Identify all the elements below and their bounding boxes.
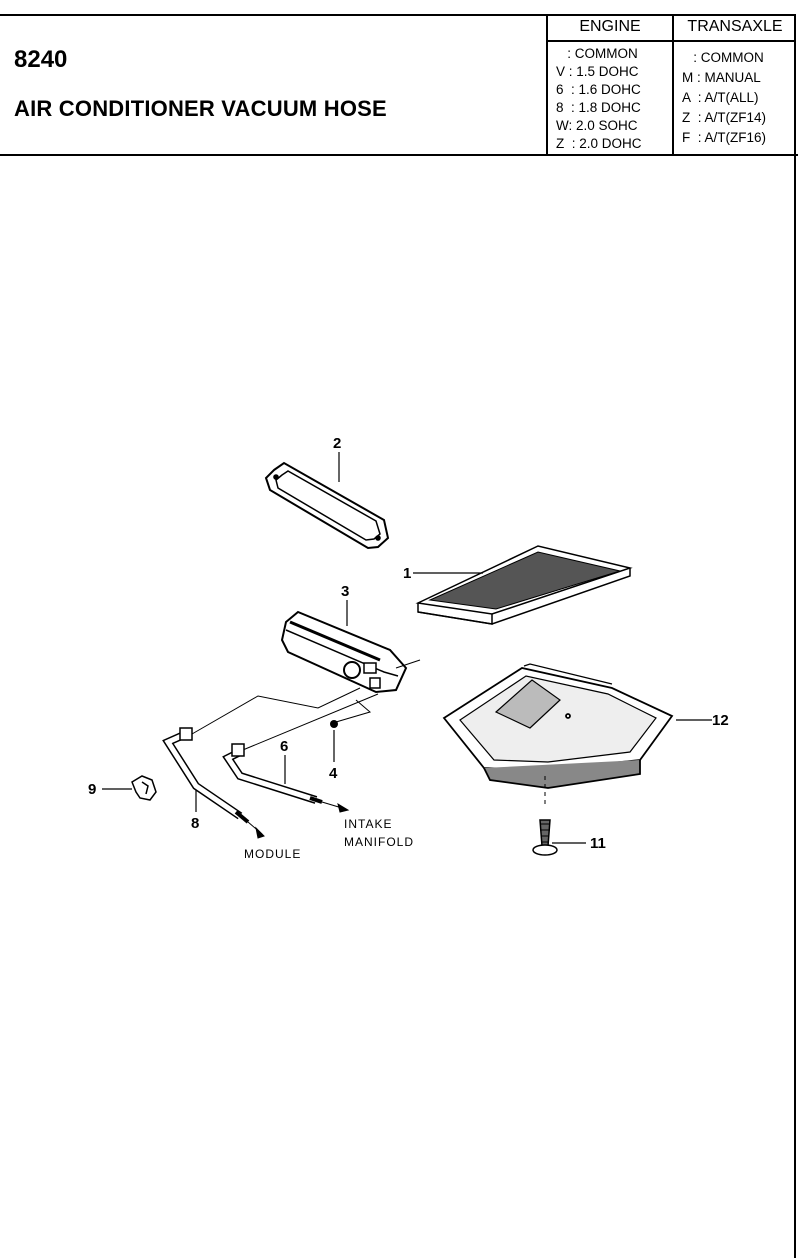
engine-row: V : 1.5 DOHC (556, 64, 639, 79)
transaxle-heading: TRANSAXLE (674, 14, 796, 42)
transaxle-legend: TRANSAXLE : COMMON M : MANUAL A : A/T(AL… (672, 14, 796, 156)
screw-part (532, 819, 558, 856)
engine-row: 6 : 1.6 DOHC (556, 82, 641, 97)
engine-row: W: 2.0 SOHC (556, 118, 638, 133)
intake-note-line1: INTAKE (344, 817, 392, 831)
module-hose-part (162, 727, 265, 839)
engine-row: 8 : 1.8 DOHC (556, 100, 641, 115)
callout-11: 11 (590, 835, 606, 852)
gasket-part (264, 461, 390, 550)
callout-6: 6 (280, 738, 288, 755)
callout-4: 4 (329, 765, 338, 782)
page-header: 8240 AIR CONDITIONER VACUUM HOSE (0, 14, 798, 156)
callout-2: 2 (333, 435, 341, 452)
transaxle-row: M : MANUAL (682, 70, 761, 85)
page-title: AIR CONDITIONER VACUUM HOSE (14, 96, 387, 121)
page-frame (0, 14, 796, 1258)
transaxle-row: F : A/T(ZF16) (682, 130, 767, 145)
parts-diagram: 2 1 3 4 8 MODULE (88, 435, 729, 861)
plug-part (330, 720, 338, 728)
callout-3: 3 (341, 583, 349, 600)
engine-legend: ENGINE : COMMON V : 1.5 DOHC 6 : 1.6 DOH… (546, 14, 672, 156)
callout-12: 12 (712, 712, 729, 729)
intake-note-line2: MANIFOLD (344, 835, 414, 849)
engine-heading: ENGINE (548, 14, 672, 42)
transaxle-row: A : A/T(ALL) (682, 90, 759, 105)
callout-1: 1 (403, 565, 411, 582)
engine-row: Z : 2.0 DOHC (556, 136, 642, 151)
actuator-part (280, 610, 421, 694)
intake-hose-part (222, 743, 350, 813)
section-code: 8240 (14, 46, 68, 73)
clip-part (131, 775, 157, 801)
transaxle-row: Z : A/T(ZF14) (682, 110, 767, 125)
module-note: MODULE (244, 847, 301, 861)
engine-row: : COMMON (556, 46, 638, 61)
callout-9: 9 (88, 781, 96, 798)
tray-part (442, 663, 674, 789)
transaxle-row: : COMMON (682, 50, 764, 65)
callout-8: 8 (191, 815, 199, 832)
filter-part (415, 545, 633, 625)
